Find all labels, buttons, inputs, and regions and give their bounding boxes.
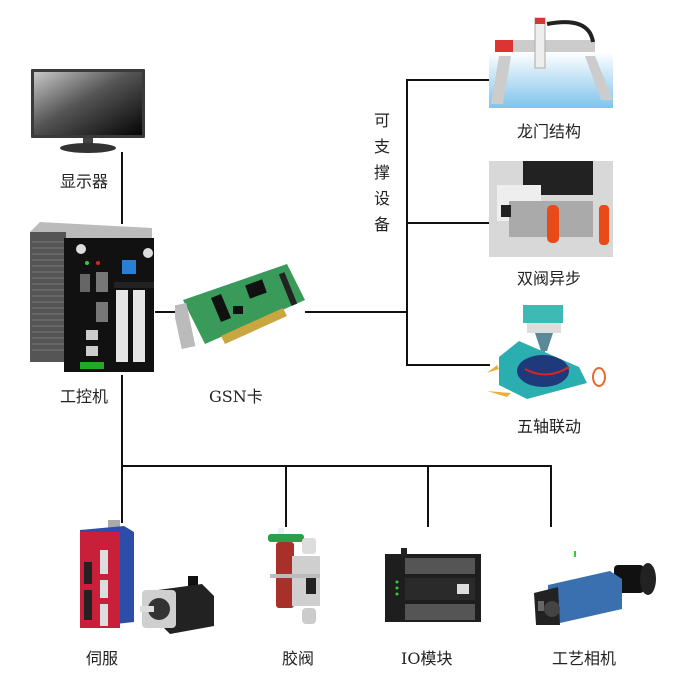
dual-valve-icon: [489, 161, 613, 257]
industrial-camera-icon: [534, 551, 656, 625]
card-node: [172, 260, 307, 360]
camera-node: [530, 545, 662, 627]
glue-valve-drop: [285, 465, 287, 527]
motion-control-card-icon: [172, 264, 305, 349]
supported-devices-caption: 可支撑设备: [373, 111, 390, 234]
five-axis-branch: [406, 364, 490, 366]
peripheral-horizontal-bus: [121, 465, 552, 467]
monitor-icon: [31, 69, 145, 153]
ipc-label: 工控机: [60, 387, 109, 406]
io-module-icon: [385, 548, 481, 622]
card-label: GSN卡: [209, 387, 263, 406]
card-bus-connector: [305, 311, 408, 313]
servo-drive-motor-icon: [80, 520, 214, 634]
ipc-node: [30, 222, 158, 374]
servo-label: 伺服: [86, 649, 119, 668]
glue-valve-node: [266, 526, 328, 628]
monitor-ipc-connector: [121, 152, 123, 224]
camera-drop: [550, 465, 552, 527]
glue-valve-label: 胶阀: [282, 649, 315, 668]
gantry-branch: [406, 79, 490, 81]
monitor-node: [30, 68, 146, 156]
five-axis-label: 五轴联动: [517, 417, 582, 436]
gantry-label: 龙门结构: [517, 122, 582, 141]
monitor-label: 显示器: [60, 172, 109, 191]
io-module-label: IO模块: [401, 649, 453, 668]
industrial-pc-icon: [30, 222, 154, 372]
io-module-node: [385, 548, 481, 626]
camera-label: 工艺相机: [552, 649, 617, 668]
dual-valve-node: [489, 161, 613, 257]
gantry-node: [489, 16, 613, 108]
dual-valve-branch: [406, 222, 490, 224]
glue-valve-icon: [268, 528, 320, 624]
ipc-card-connector: [155, 311, 175, 313]
io-module-drop: [427, 465, 429, 527]
five-axis-node: [487, 301, 609, 403]
dual-valve-label: 双阀异步: [517, 269, 582, 288]
servo-node: [78, 518, 218, 638]
five-axis-machine-icon: [487, 305, 606, 399]
ipc-bottom-connector: [121, 375, 123, 523]
gantry-robot-icon: [489, 17, 613, 108]
